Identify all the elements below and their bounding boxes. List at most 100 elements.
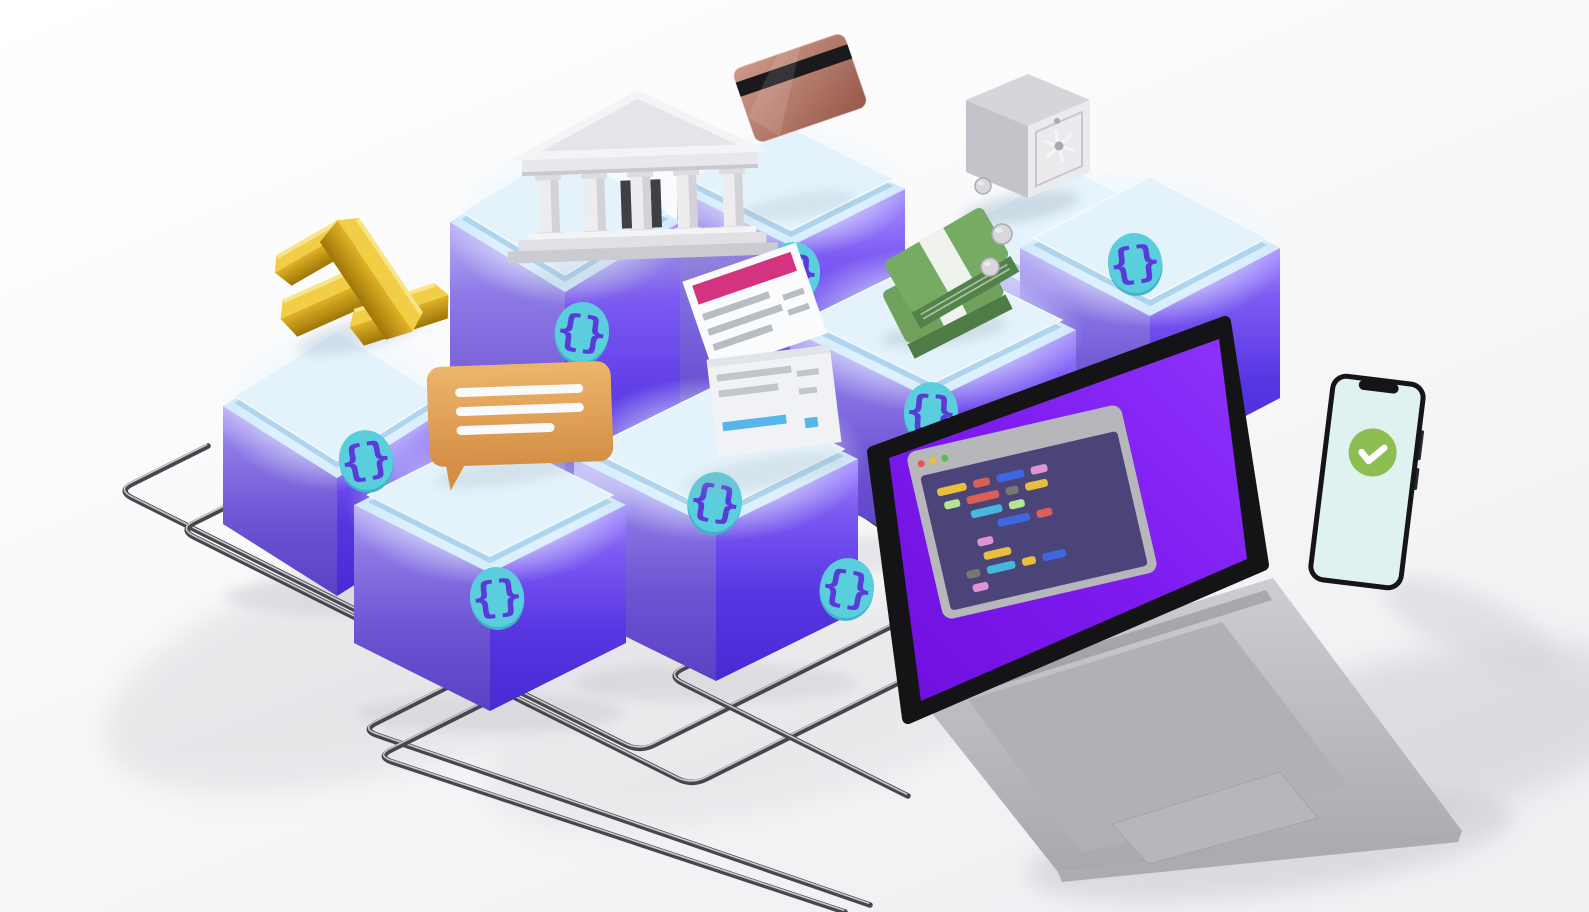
card-magnetic-stripe [735, 44, 853, 97]
safe-dial-spoke [1061, 134, 1072, 145]
code-bar [970, 504, 1003, 519]
bank-step [528, 225, 757, 240]
ingot-top [337, 217, 423, 332]
coin [991, 223, 1013, 245]
safe-icon [966, 74, 1090, 198]
phone-notch [1358, 379, 1399, 394]
code-bar [1030, 464, 1048, 475]
badge-disc [338, 430, 394, 490]
bank-step [518, 231, 767, 252]
code-bar [1036, 507, 1053, 518]
code-brackets-icon: {} [469, 569, 524, 623]
gold-bars-icon [274, 217, 449, 346]
bank-column-shade [688, 174, 699, 229]
floating-icons [274, 33, 1090, 491]
bundle-side [907, 294, 1013, 359]
badge-disc [469, 567, 525, 627]
code-bar [966, 568, 981, 579]
receipt-upper [682, 242, 828, 373]
bundle-band [919, 227, 973, 293]
check-icon [1358, 444, 1388, 465]
safe-dial-spoke [1062, 145, 1075, 152]
money-bundle [884, 207, 1020, 329]
laptop-base-lip [1058, 831, 1462, 882]
receipt-fold-shadow [706, 344, 831, 368]
code-bar [1024, 478, 1049, 491]
coin-icon [991, 223, 1013, 245]
bank-entablature [521, 151, 758, 177]
code-bar [966, 490, 1000, 505]
bank-step [507, 242, 779, 264]
coin [974, 177, 992, 195]
phone-device [1308, 373, 1426, 591]
phone-screen [1313, 378, 1421, 586]
icon-shadow [960, 190, 1080, 226]
receipt-line-right [796, 368, 820, 377]
code-brackets-badge: {} [469, 567, 525, 630]
bank-pediment-inner [541, 99, 738, 152]
badge-disc [819, 558, 875, 618]
code-editor-window [907, 405, 1157, 619]
code-bar [936, 482, 967, 497]
code-brackets-badge: {} [554, 302, 611, 365]
receipt-line [712, 324, 774, 351]
receipt-stamp [804, 416, 819, 429]
soft-shadow [356, 693, 624, 733]
laptop [867, 316, 1462, 882]
safe-dial-spoke [1043, 140, 1056, 147]
receipt-total-line [722, 414, 787, 432]
coin-highlight [977, 181, 984, 186]
coin-icon [980, 257, 1000, 277]
safe-left [966, 100, 1028, 198]
phone [1308, 373, 1426, 591]
code-brackets-badge: {} [1106, 233, 1163, 296]
chat-text-line [456, 422, 555, 436]
bank-icon [507, 90, 779, 264]
traffic-light-icon [941, 454, 949, 462]
safe-dial-spoke [1058, 149, 1064, 163]
icon-shadow [434, 455, 582, 489]
bundle-layer-line [920, 263, 1008, 316]
ingot-highlight [276, 219, 341, 259]
code-brackets-icon: {} [818, 559, 876, 616]
success-circle [1348, 428, 1397, 477]
code-brackets-icon: {} [337, 431, 395, 488]
code-bar [983, 546, 1012, 560]
safe-dial-spoke [1046, 147, 1057, 158]
receipt-line [718, 383, 779, 398]
soft-shadow [576, 663, 856, 703]
badge-disc [1107, 233, 1163, 293]
bundle-layer-line [922, 268, 1011, 320]
money-stack-icon [883, 207, 1020, 359]
credit-card-icon [733, 33, 867, 143]
receipt-line-right [798, 386, 818, 395]
coin [980, 257, 1000, 277]
code-brackets-badge: {} [818, 558, 876, 621]
cube-plate-top [1031, 175, 1269, 301]
chat-bubble-icon [426, 361, 614, 491]
code-bar [1021, 556, 1037, 566]
chat-text-line [455, 383, 584, 398]
cube-plate-top [586, 385, 846, 513]
receipt-header-band [692, 251, 798, 305]
code-brackets-icon: {} [1106, 235, 1163, 291]
bank-column-shade [596, 177, 607, 232]
code-bar [986, 560, 1016, 574]
traffic-light-icon [929, 457, 937, 465]
gold-ingot [319, 217, 423, 340]
ingot-highlight [355, 217, 423, 315]
code-bar [996, 469, 1025, 483]
receipt-line-right [787, 302, 811, 316]
code-bar [944, 499, 961, 510]
receipt-line [701, 291, 771, 321]
receipt-lower-fold [706, 344, 842, 458]
code-brackets-badge: {} [337, 430, 395, 493]
safe-door [1035, 110, 1083, 188]
bank-column-shade [642, 175, 653, 230]
code-bar [997, 512, 1031, 527]
laptop-trackpad [1111, 771, 1319, 865]
chat-text-line [455, 402, 584, 417]
receipt-line-right [782, 287, 805, 301]
wire-highlight [382, 655, 845, 912]
